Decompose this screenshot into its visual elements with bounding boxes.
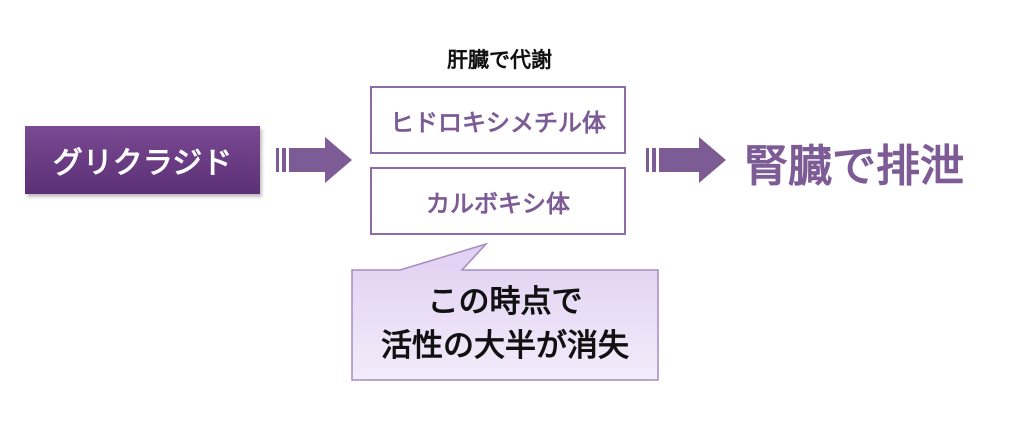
callout-bubble: [351, 242, 659, 381]
drug-box: グリクラジド: [25, 126, 260, 194]
callout-line-1: この時点で: [427, 284, 583, 320]
metabolite-hydroxymethyl-box: ヒドロキシメチル体: [370, 86, 626, 154]
callout-text: この時点で 活性の大半が消失: [352, 280, 658, 368]
arrow-to-kidney: [646, 137, 726, 183]
metabolite-carboxy-box: カルボキシ体: [370, 167, 626, 235]
liver-metabolism-label: 肝臓で代謝: [447, 48, 552, 72]
kidney-excretion-label: 腎臓で排泄: [744, 141, 964, 192]
callout-line-2: 活性の大半が消失: [381, 328, 629, 364]
arrow-to-liver: [276, 137, 352, 183]
